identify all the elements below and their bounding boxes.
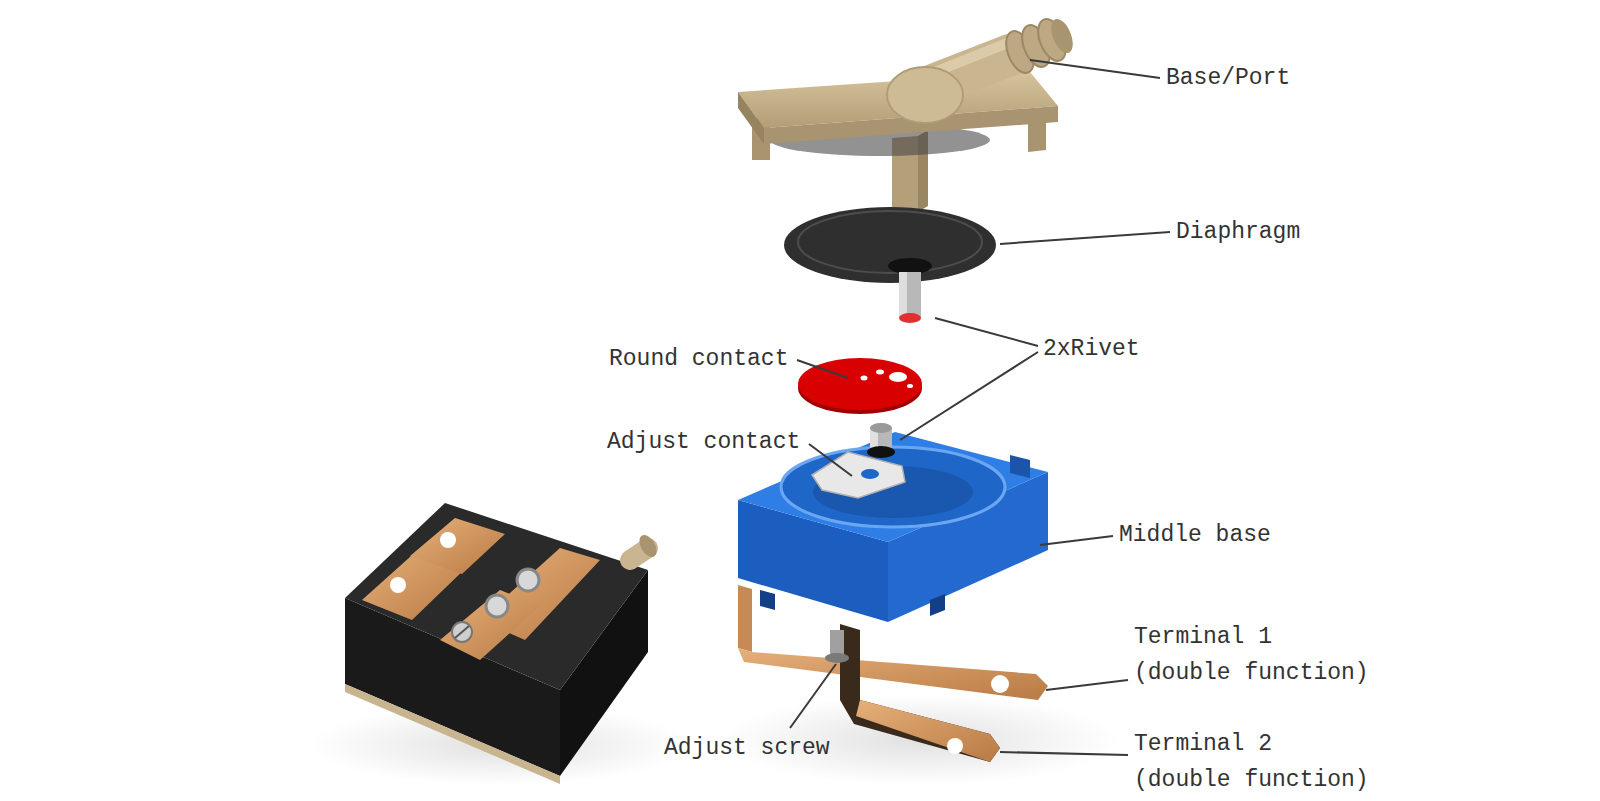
base-port-part bbox=[738, 15, 1077, 214]
part-label: Base/Port bbox=[1166, 64, 1290, 92]
assembled-switch bbox=[345, 503, 660, 784]
part-label: Terminal 2 (double function) bbox=[1134, 726, 1375, 798]
part-label: Adjust contact bbox=[607, 428, 800, 456]
part-label: 2xRivet bbox=[1043, 335, 1140, 363]
part-label: Diaphragm bbox=[1176, 218, 1300, 246]
leader-lines bbox=[790, 60, 1170, 755]
round-contact-part bbox=[798, 358, 922, 414]
part-label: Terminal 1 (double function) bbox=[1134, 619, 1375, 691]
part-label: Middle base bbox=[1119, 521, 1271, 549]
part-label: Adjust screw bbox=[664, 734, 830, 762]
diaphragm-part bbox=[784, 207, 996, 283]
rivet-part bbox=[899, 272, 921, 323]
part-label: Round contact bbox=[609, 345, 788, 373]
